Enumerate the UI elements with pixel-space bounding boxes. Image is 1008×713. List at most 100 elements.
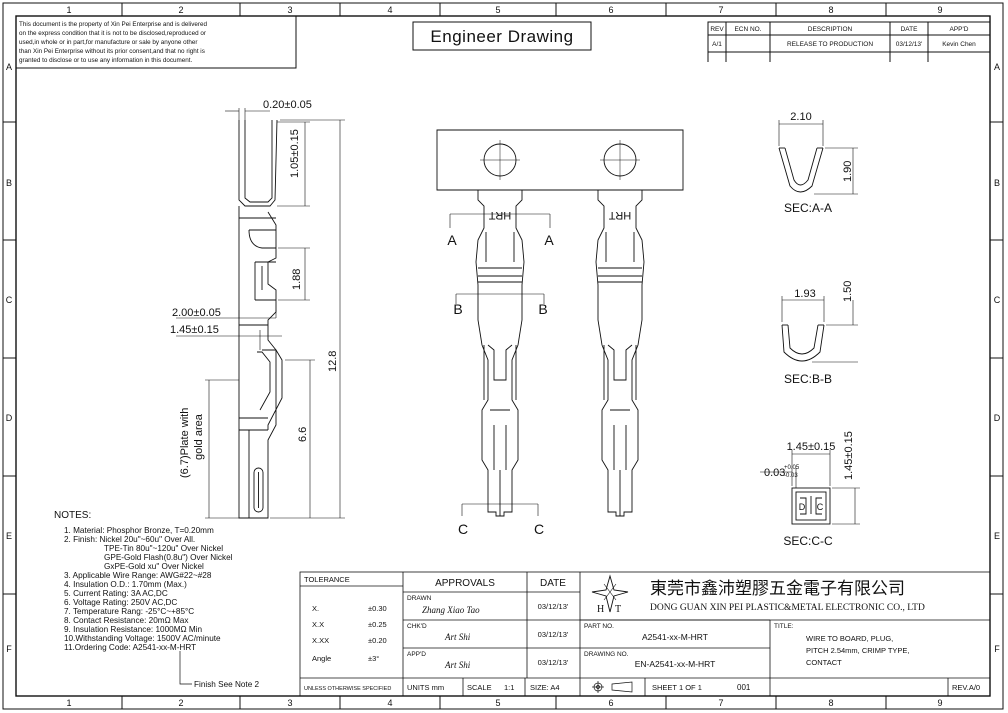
sec-b-left: B [453, 301, 462, 317]
company-logo [591, 574, 629, 613]
tol-key: X. [312, 604, 319, 613]
units-label: UNITS mm [407, 683, 444, 692]
revision-table: REV ECN NO. DESCRIPTION DATE APP'D A/1 R… [707, 21, 991, 62]
tol-val: ±0.30 [368, 604, 387, 613]
rev-header: DESCRIPTION [808, 26, 853, 33]
chkd-name: Art Shi [444, 632, 471, 642]
row-label: B [6, 178, 12, 188]
sec-a-height: 1.90 [842, 161, 854, 182]
section-b-shape [781, 324, 825, 362]
col-label: 4 [387, 5, 392, 15]
sec-c-thickness: 0.03 [764, 467, 785, 479]
sec-c-mark-c: C [817, 502, 824, 512]
side-dimensions [176, 108, 345, 519]
sec-c-label: SEC:C-C [783, 534, 833, 548]
tol-key: X.X [312, 620, 324, 629]
col-label: 5 [495, 698, 500, 708]
sec-a-label: SEC:A-A [784, 201, 832, 215]
col-label: 9 [937, 698, 942, 708]
sec-c-left: C [458, 521, 468, 537]
dim-145: 1.45±0.15 [170, 324, 219, 336]
sec-b-height: 1.50 [842, 281, 854, 302]
finish-note: Finish See Note 2 [194, 680, 260, 689]
tol-key: X.XX [312, 636, 329, 645]
section-a-shape [778, 147, 824, 193]
scale-value: 1:1 [504, 683, 514, 692]
note-line: 5. Current Rating: 3A AC,DC [64, 589, 168, 598]
sec-a-width: 2.10 [790, 111, 811, 123]
projection-symbol-icon [592, 681, 633, 693]
row-label: A [994, 62, 1000, 72]
title-block [299, 571, 991, 697]
note-line: 8. Contact Resistance: 20mΩ Max [64, 616, 188, 625]
disclaimer-line: This document is the property of Xin Pei… [19, 21, 207, 28]
note-line: GxPE-Gold xu" Over Nickel [104, 562, 204, 571]
drawing-title: Engineer Drawing [430, 27, 573, 46]
rev-header: DATE [901, 26, 919, 33]
part-no: A2541-xx-M-HRT [642, 632, 708, 642]
col-label: 7 [718, 5, 723, 15]
zone-rows: A B C D E F A B C D E F [3, 62, 1003, 654]
sheet-no: 001 [737, 683, 751, 692]
rev-cell: 03/12/13' [896, 41, 923, 48]
col-label: 2 [178, 5, 183, 15]
appd-label: APP'D [407, 651, 426, 658]
drawing-no: EN-A2541-xx-M-HRT [635, 659, 716, 669]
sec-a-right: A [544, 232, 554, 248]
sec-a-left: A [447, 232, 457, 248]
row-label: B [994, 178, 1000, 188]
plate-note-2: gold area [193, 413, 205, 460]
title-box [412, 21, 592, 51]
note-line: 3. Applicable Wire Range: AWG#22~#28 [64, 571, 212, 580]
section-cuts [449, 213, 551, 516]
col-label: 2 [178, 698, 183, 708]
note-line: 9. Insulation Resistance: 1000MΩ Min [64, 625, 203, 634]
sec-c-thickness-plus: +0.05 [784, 465, 800, 471]
note-line: 2. Finish: Nickel 20u"~60u" Over All. [64, 535, 195, 544]
section-b-dims [781, 296, 858, 363]
title-line: WIRE TO BOARD, PLUG, [806, 634, 893, 643]
approvals-header: APPROVALS [435, 578, 495, 589]
dim-top-width: 0.20±0.05 [263, 99, 312, 111]
col-label: 5 [495, 5, 500, 15]
disclaimer-line: than Xin Pei Enterprise without its prio… [19, 48, 205, 55]
row-label: D [994, 413, 1001, 423]
sec-c-height: 1.45±0.15 [843, 431, 855, 480]
title-line: CONTACT [806, 658, 842, 667]
sec-b-label: SEC:B-B [784, 372, 832, 386]
col-label: 9 [937, 5, 942, 15]
size-label: SIZE: A4 [530, 683, 560, 692]
rev-cell: Kevin Chen [942, 41, 976, 48]
rev-header: ECN NO. [734, 26, 761, 33]
side-view [238, 119, 283, 519]
row-label: E [6, 531, 12, 541]
rev-value: REV.A/0 [952, 683, 980, 692]
note-line: 7. Temperature Rang: -25°C~+85°C [64, 607, 194, 616]
sec-c-mark-d: D [799, 502, 806, 512]
hrt-stamp-right: HRT [609, 209, 632, 221]
note-line: TPE-Tin 80u"~120u" Over Nickel [104, 544, 223, 553]
sec-c-right: C [534, 521, 544, 537]
note-line: 1. Material: Phosphor Bronze, T=0.20mm [64, 526, 214, 535]
note-line: 10.Withstanding Voltage: 1500V AC/minute [64, 634, 221, 643]
appd-date: 03/12/13' [538, 658, 569, 667]
drawn-date: 03/12/13' [538, 602, 569, 611]
col-label: 8 [828, 5, 833, 15]
tol-val: ±3° [368, 654, 379, 663]
drawn-label: DRAWN [407, 595, 432, 602]
unless-note: UNLESS OTHERWISE SPECIFIED [304, 686, 391, 692]
note-line: 6. Voltage Rating: 250V AC,DC [64, 598, 177, 607]
chkd-date: 03/12/13' [538, 630, 569, 639]
col-label: 1 [66, 698, 71, 708]
dim-188: 1.88 [291, 269, 303, 290]
sec-b-width: 1.93 [794, 288, 815, 300]
note-line: 4. Insulation O.D.: 1.70mm (Max.) [64, 580, 187, 589]
date-header: DATE [540, 578, 566, 589]
col-label: 6 [608, 5, 613, 15]
dim-200: 2.00±0.05 [172, 307, 221, 319]
sheet-label: SHEET 1 OF 1 [652, 683, 702, 692]
tolerance-label: TOLERANCE [304, 575, 350, 584]
company-name-cn: 東莞市鑫沛塑膠五金電子有限公司 [650, 579, 905, 599]
rev-header: REV [710, 26, 724, 33]
